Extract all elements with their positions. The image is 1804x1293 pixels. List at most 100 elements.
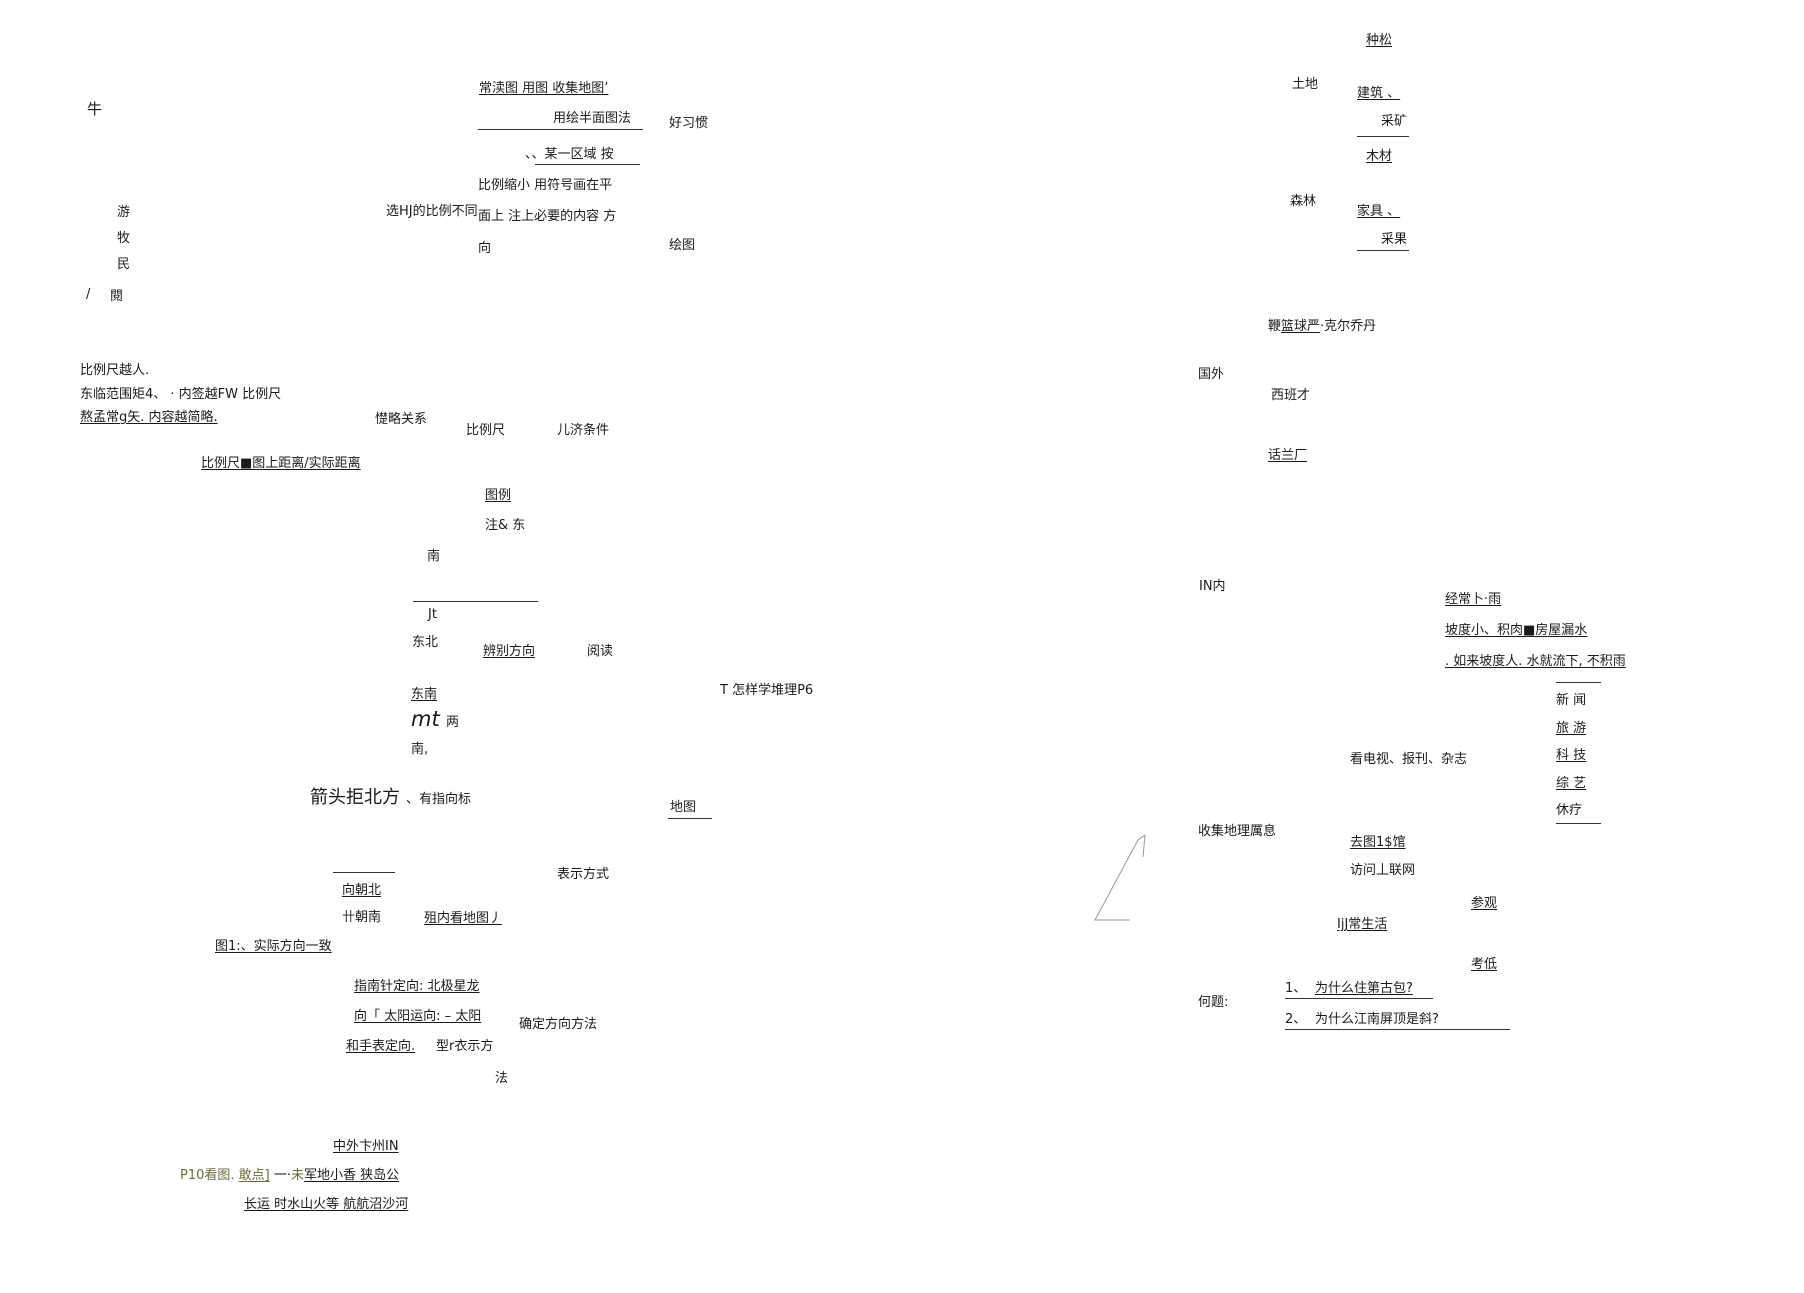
method-line-3b: 型r衣示方 [436, 1039, 494, 1054]
choose-scale-label: 选HJ的比例不同 [386, 204, 478, 219]
china-world-label: 中外卞州IN [333, 1139, 399, 1154]
rain-label: 经常卜·雨 [1445, 592, 1502, 607]
abroad-label: 国外 [1198, 367, 1225, 382]
news-label: 新 闻 [1556, 693, 1587, 708]
method-line-2: 向「 太阳运向: – 太阳 [354, 1009, 482, 1024]
figure-direction-label: 图1:、实际方向一致 [215, 939, 332, 954]
represent-label: 表示方式 [557, 867, 610, 882]
furniture-label: 家具 、 [1357, 204, 1401, 219]
mine-underline [1357, 136, 1409, 137]
daily-life-label: IjJ常生活 [1337, 917, 1388, 932]
health-label: 休疗 [1556, 803, 1583, 818]
pine-label: 种松 [1366, 33, 1393, 48]
spain-label: 西班才 [1271, 388, 1311, 403]
south-label: 南 [427, 549, 441, 564]
fruit-label: 采果 [1381, 232, 1408, 247]
scale-range-text: 东临范围矩4、 · 内签越FW 比例尺 [80, 387, 282, 402]
long-run-label: 长运 时水山火等 航航沼沙河 [244, 1197, 409, 1212]
two-label: 两 [446, 715, 460, 730]
science-label: 科 技 [1556, 748, 1587, 763]
build-label: 建筑 、 [1357, 86, 1401, 101]
northeast-label: 东北 [412, 635, 439, 650]
think-label: 考低 [1471, 957, 1498, 972]
basketball-mid: 篮球严 [1281, 319, 1321, 334]
land-label: 土地 [1292, 77, 1319, 92]
visit-label: 参观 [1471, 896, 1498, 911]
face-divider [333, 872, 395, 873]
q2-number: 2、 [1285, 1012, 1307, 1027]
q1-underline [1285, 998, 1433, 999]
southeast-label: 东南 [411, 687, 438, 702]
collect-info-label: 收集地理厲息 [1198, 824, 1277, 839]
arrow-north-label: 箭头拒北方 [310, 787, 400, 808]
basketball-line: 鞭篮球严·克尔乔丹 [1268, 318, 1376, 336]
internet-label: 访问丄联网 [1350, 863, 1416, 878]
slope-small-label: 坡度小、积肉■房屋漏水 [1445, 623, 1588, 638]
wood-label: 木材 [1366, 149, 1393, 164]
habit-line-3: 、、某一区域 按 [525, 147, 614, 162]
vertical-char-3: 民 [117, 257, 131, 272]
note-east-label: 注& 东 [485, 518, 526, 533]
read-label: 阅读 [587, 644, 614, 659]
habit-line-5: 面上 注上必要的内容 方 [478, 209, 617, 224]
variety-label: 综 艺 [1556, 776, 1587, 791]
direction-divider [413, 601, 538, 602]
p10-dash: 一· [273, 1168, 292, 1183]
p10-rest: 军地小香 狭岛公 [304, 1168, 400, 1183]
confirm-direction-label: 确定方向方法 [519, 1017, 598, 1032]
habit-line-1: 常渎图 用图 收集地图’ [479, 81, 609, 96]
jt-label: Jt [428, 607, 437, 622]
compass-label: 、有指向标 [406, 792, 472, 807]
face-north-label: 向朝北 [342, 883, 382, 898]
relation-label: 憷略关系 [375, 412, 428, 427]
vertical-char-4: 閱 [110, 289, 124, 304]
method-line-3: 和手表定向. [346, 1039, 416, 1054]
q1-text: 为什么住第古包? [1315, 981, 1413, 996]
p10-wei: 未 [291, 1168, 305, 1183]
holland-label: 话兰厂 [1268, 448, 1308, 463]
good-habit-label: 好习惯 [669, 116, 709, 131]
fruit-underline [1357, 250, 1409, 251]
bracket-mark [1094, 834, 1146, 921]
scale-label: 比例尺 [466, 423, 506, 438]
mine-label: 采矿 [1381, 114, 1408, 129]
media-label: 看电视、报刊、杂志 [1350, 752, 1468, 767]
method-line-4: 法 [495, 1071, 509, 1086]
identify-direction-label: 辨别方向 [483, 644, 536, 659]
south2-label: 南, [411, 742, 429, 757]
habit-underline-2 [535, 164, 640, 165]
scale-big-text: 比例尺越人. [80, 363, 150, 378]
scale-detail-text: 熬孟常g矢. 内容越简略. [80, 410, 218, 425]
q2-underline [1285, 1029, 1510, 1030]
basketball-pre: 鞭 [1268, 319, 1282, 334]
map-underline [668, 818, 712, 819]
slash-mark: / [86, 287, 91, 302]
legend-label: 图例 [485, 488, 512, 503]
label-niu: 牛 [87, 100, 103, 118]
question-label: 何题: [1198, 995, 1229, 1010]
vertical-char-2: 牧 [117, 231, 131, 246]
map-root-label: 地图 [670, 800, 697, 815]
media-top-line [1556, 682, 1601, 683]
vertical-char-1: 游 [117, 205, 131, 220]
p10-dian: 敢点] [238, 1168, 270, 1183]
habit-line-2: 用绘半面图法 [553, 111, 632, 126]
scale-formula: 比例尺■图上距离/实际距离 [201, 456, 361, 471]
slope-big-label: . 如来坡度人. 水就流下, 不积雨 [1445, 654, 1626, 669]
method-line-1: 指南针定向: 北极星龙 [354, 979, 480, 994]
q1-number: 1、 [1285, 981, 1307, 996]
media-bottom-line [1556, 823, 1601, 824]
habit-line-4: 比例缩小 用符号画在平 [478, 178, 613, 193]
basketball-post: ·克尔乔丹 [1320, 319, 1377, 334]
forest-label: 森林 [1290, 194, 1317, 209]
how-learn-geography: T 怎样学堆理P6 [720, 683, 814, 698]
domestic-label: IN内 [1199, 579, 1226, 594]
q2-text: 为什么江南屏顶是斜? [1315, 1012, 1439, 1027]
p10-line: P10看图. 敢点] 一·未军地小香 狭岛公 [180, 1167, 399, 1185]
face-south-label: 卄朝南 [342, 910, 382, 925]
habit-line-6: 向 [478, 241, 492, 256]
habit-underline [478, 129, 643, 130]
draw-label: 绘图 [669, 238, 696, 253]
group-view-label: 殂内看地图丿 [424, 911, 503, 926]
mt-label: mt [411, 707, 440, 731]
